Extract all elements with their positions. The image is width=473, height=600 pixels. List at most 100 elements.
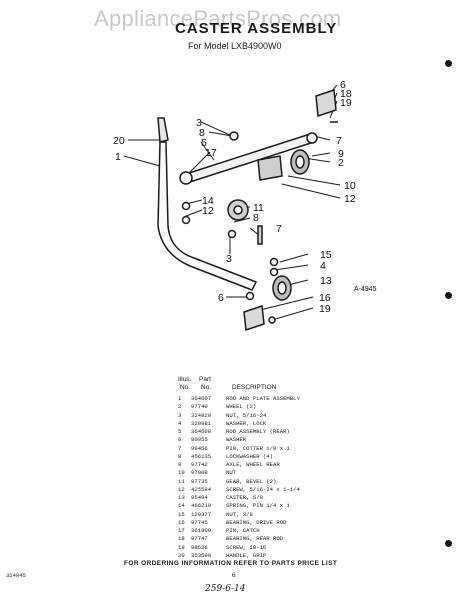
part-description: HANDLE, GRIP — [226, 551, 267, 559]
part-description: LOCKWASHER (4) — [226, 452, 273, 460]
callout-12-left: 12 — [202, 205, 214, 217]
part-description: WHEEL (2) — [226, 403, 257, 411]
part-description: BEARING, REAR ROD — [226, 535, 284, 543]
part-number: 425594 — [191, 485, 212, 493]
part-description: GEAR, BEVEL (2) — [226, 477, 277, 485]
callout-4: 4 — [320, 260, 326, 272]
figure-code: A-4945 — [354, 286, 377, 293]
part-description: PIN, COTTER 1/8 x 1 — [226, 444, 290, 452]
callout-3-lower: 3 — [226, 253, 232, 265]
part-description: WASHER, LOCK — [226, 419, 267, 427]
header-description: DESCRIPTION — [232, 384, 277, 391]
diagram-parts — [157, 88, 338, 332]
illus-number: 3 — [178, 411, 182, 419]
illus-number: 16 — [178, 518, 185, 526]
exploded-parts-diagram: 6 18 19 3 8 5 17 20 1 7 9 2 10 12 14 12 … — [113, 79, 377, 332]
callout-13: 13 — [320, 275, 332, 287]
parts-row: 4 320981 WASHER, LOCK — [178, 420, 396, 428]
ordering-footer: FOR ORDERING INFORMATION REFER TO PARTS … — [124, 560, 338, 567]
handwritten-note: 259-6-14 — [205, 584, 246, 594]
callout-17: 17 — [205, 147, 217, 159]
illus-number: 7 — [178, 444, 182, 452]
part-number: 97908 — [191, 469, 208, 477]
part-number: 98626 — [191, 543, 208, 551]
illus-number: 4 — [178, 419, 182, 427]
callout-6: 6 — [340, 79, 346, 91]
callout-7: 7 — [336, 135, 342, 147]
callout-15: 15 — [320, 249, 332, 261]
header-part: Part — [199, 376, 211, 383]
illus-number: 5 — [178, 428, 182, 435]
illus-number: 20 — [178, 551, 185, 559]
parts-row: 2 97740 WHEEL (2) — [178, 403, 396, 411]
illus-number: 9 — [178, 461, 182, 468]
part-description: NUT, 3/8 — [226, 510, 253, 518]
part-description: ROD ASSEMBLY (REAR) — [226, 428, 290, 435]
callout-8-lower: 8 — [253, 212, 259, 224]
diagram-subtitle: For Model LXB4900W0 — [188, 41, 282, 51]
part-number: 120377 — [191, 510, 212, 518]
parts-row: 20 353590 HANDLE, GRIP — [178, 552, 396, 560]
illus-number: 2 — [178, 403, 182, 411]
binder-hole-bottom — [445, 540, 452, 547]
page-code: 324945 — [6, 572, 26, 579]
part-number: 320981 — [191, 419, 212, 427]
callout-2: 2 — [338, 157, 344, 169]
parts-row: 7 99456 PIN, COTTER 1/8 x 1 — [178, 445, 396, 453]
part-number: 97735 — [191, 477, 208, 485]
part-number: 364608 — [191, 428, 212, 435]
illus-number: 10 — [178, 469, 185, 477]
callout-10: 10 — [344, 180, 356, 192]
part-description: CASTER, 5/8 — [226, 494, 263, 501]
callout-19-lower: 19 — [319, 303, 331, 315]
part-number: 97745 — [191, 518, 208, 526]
diagram-callouts: 6 18 19 3 8 5 17 20 1 7 9 2 10 12 14 12 … — [113, 79, 377, 315]
part-description: SCREW, 10-16 — [226, 543, 267, 551]
callout-8: 8 — [199, 127, 205, 139]
part-description: WASHER — [226, 436, 247, 444]
header-illus: Illus. — [178, 376, 192, 383]
binder-hole-top — [445, 60, 452, 67]
illus-number: 18 — [178, 535, 185, 543]
part-description: AXLE, WHEEL REAR — [226, 461, 280, 468]
part-number: 97742 — [191, 461, 208, 468]
part-number: 97740 — [191, 403, 208, 411]
part-number: 90055 — [191, 436, 208, 444]
callout-6-lower: 6 — [218, 292, 224, 304]
part-description: ROD AND PLATE ASSEMBLY — [226, 395, 300, 402]
parts-row: 6 90055 WASHER — [178, 436, 396, 444]
part-description: NUT, 5/16-24 — [226, 411, 267, 419]
header-no-illus: No. — [180, 384, 191, 391]
parts-row: 16 97745 BEARING, DRIVE ROD — [178, 519, 396, 527]
binder-hole-middle — [445, 292, 452, 299]
part-description: PIN, CATCH — [226, 527, 260, 534]
callout-3: 3 — [196, 117, 202, 129]
parts-row: 17 361909 PIN, CATCH — [178, 527, 396, 535]
part-number: 99456 — [191, 444, 208, 452]
part-description: BEARING, DRIVE ROD — [226, 518, 287, 526]
parts-row: 3 324920 NUT, 5/16-24 — [178, 412, 396, 420]
part-number: 324920 — [191, 411, 212, 419]
parts-row: 9 97742 AXLE, WHEEL REAR — [178, 461, 396, 469]
part-number: 361909 — [191, 527, 212, 534]
callout-20: 20 — [113, 135, 125, 147]
parts-row: 5 364608 ROD ASSEMBLY (REAR) — [178, 428, 396, 436]
callout-19: 19 — [340, 97, 352, 109]
callout-11: 11 — [253, 202, 264, 214]
illus-number: 17 — [178, 527, 185, 534]
illus-number: 14 — [178, 502, 185, 510]
part-description: SCREW, 5/16-24 x 1-1/4 — [226, 485, 300, 493]
part-number: 456135 — [191, 452, 212, 460]
illus-number: 8 — [178, 452, 182, 460]
part-number: 353590 — [191, 551, 212, 559]
callout-16: 16 — [319, 292, 331, 304]
illus-number: 6 — [178, 436, 182, 444]
callout-1: 1 — [115, 151, 121, 163]
